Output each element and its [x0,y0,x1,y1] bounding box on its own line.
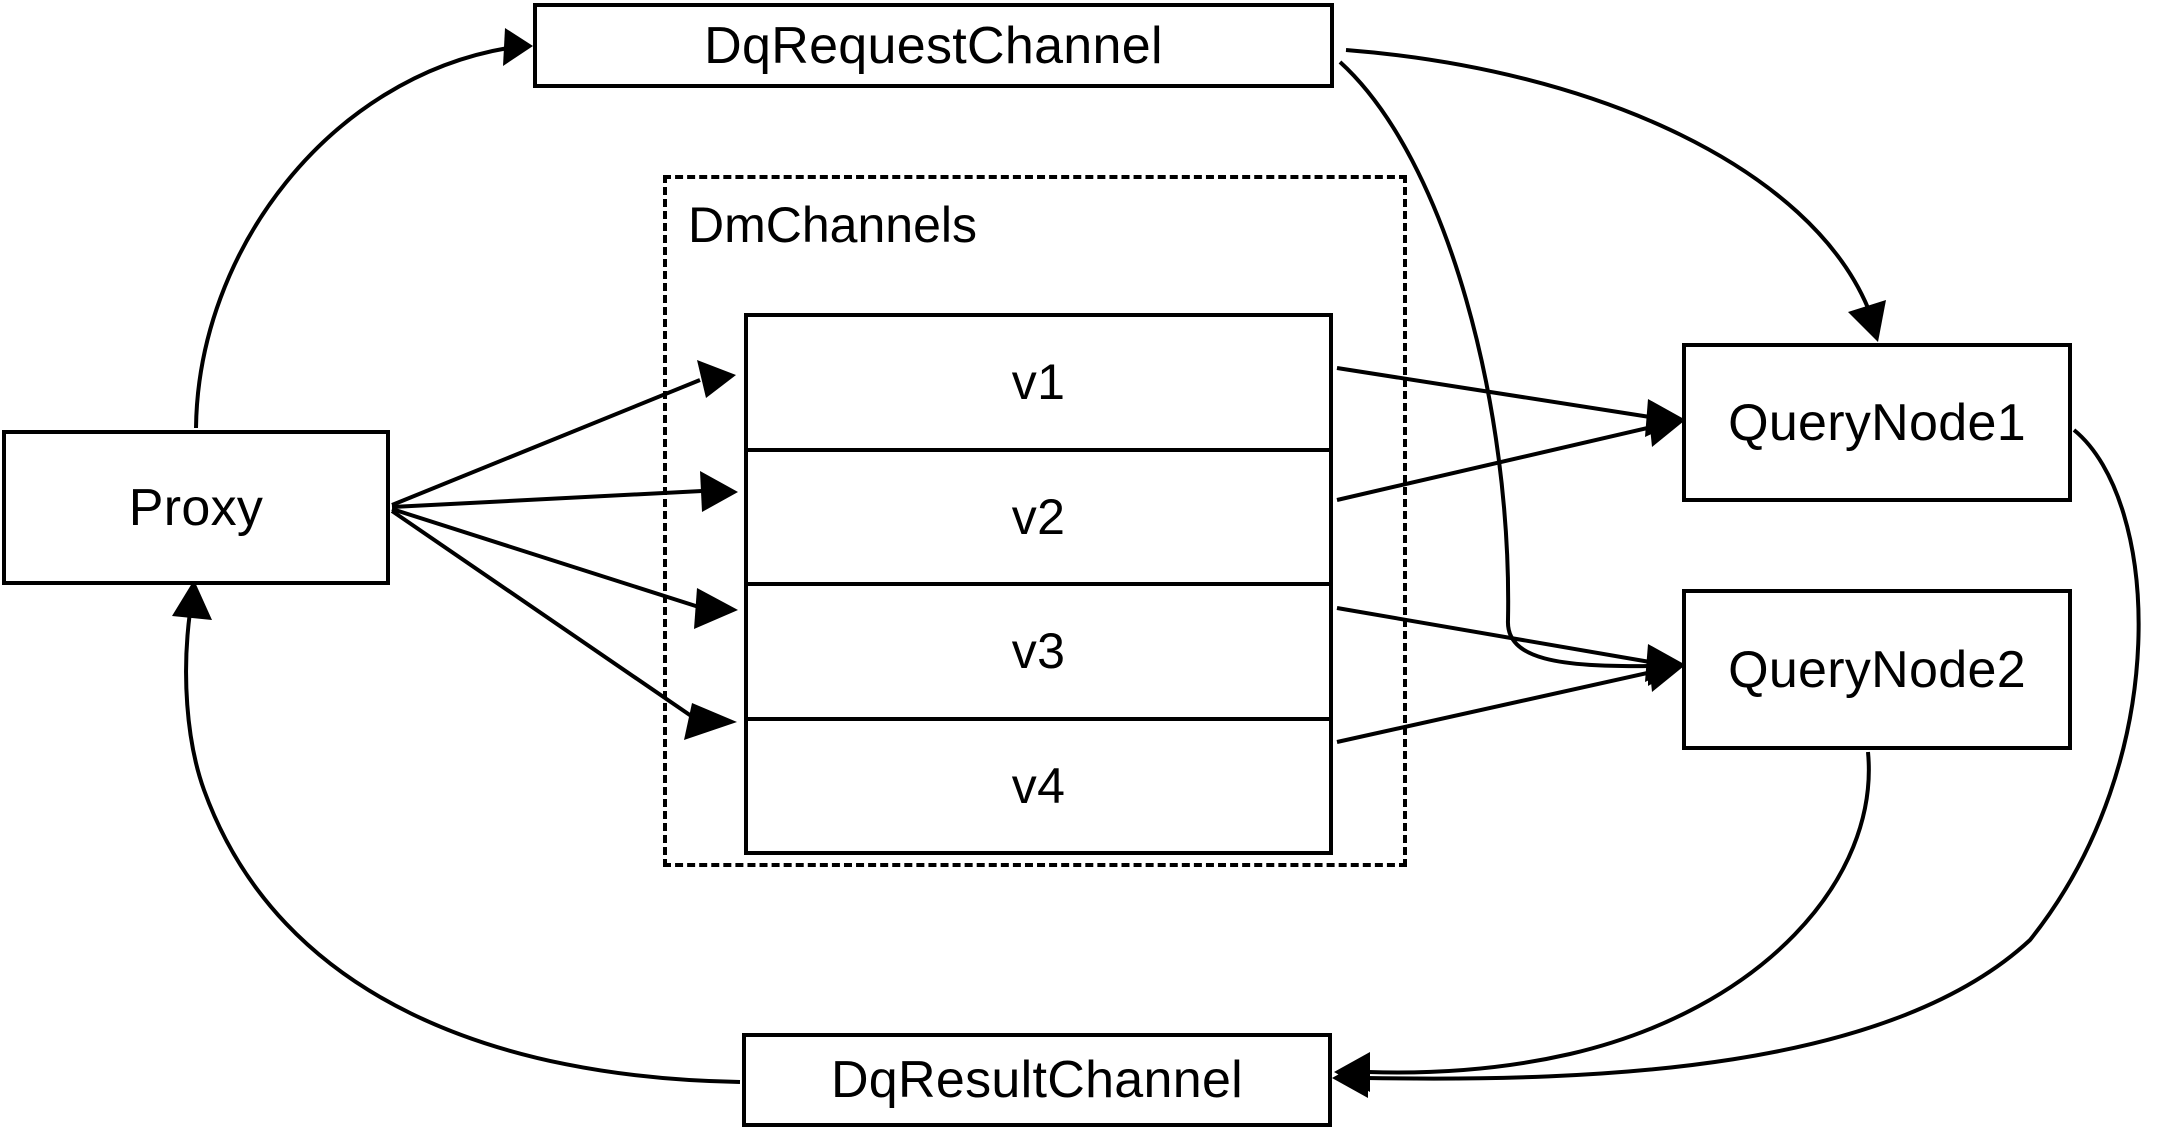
edge-v4-to-querynode2 [1336,652,1684,744]
node-dq-request-channel[interactable]: DqRequestChannel [533,3,1334,88]
channel-label-v4: v4 [1011,757,1066,814]
edge-querynode2-to-dqresultchannel [1334,751,1871,1092]
channel-label-v2: v2 [1011,488,1066,545]
group-dm-channels-label: DmChannels [688,197,978,253]
node-dq-result-channel[interactable]: DqResultChannel [742,1033,1332,1127]
dm-channels-table: v1 v2 v3 v4 [744,313,1333,855]
node-query-node-2[interactable]: QueryNode2 [1682,589,2072,750]
group-dm-channels [663,175,1407,867]
node-dq-result-channel-label: DqResultChannel [830,1051,1244,1109]
channel-label-v3: v3 [1011,623,1066,680]
node-proxy[interactable]: Proxy [2,430,390,585]
edge-v2-to-querynode1 [1336,407,1684,502]
edge-dqrequestchannel-to-querynode1 [1345,48,1886,342]
edge-proxy-to-v1 [391,360,736,507]
table-row[interactable]: v4 [748,720,1329,851]
edge-proxy-to-v2 [391,471,738,512]
edge-proxy-to-v3 [391,507,738,629]
table-row[interactable]: v1 [748,317,1329,452]
table-row[interactable]: v2 [748,451,1329,586]
node-query-node-1[interactable]: QueryNode1 [1682,343,2072,502]
node-dq-request-channel-label: DqRequestChannel [704,16,1163,75]
edge-proxy-to-v4 [390,509,737,740]
node-query-node-2-label: QueryNode2 [1728,640,2026,699]
edge-dqresultchannel-to-proxy [172,580,741,1084]
node-query-node-1-label: QueryNode1 [1728,393,2026,452]
edge-querynode1-to-dqresultchannel [1332,428,2141,1098]
edge-proxy-to-dqrequestchannel [194,28,533,429]
node-proxy-label: Proxy [128,478,264,537]
channel-label-v1: v1 [1011,354,1066,411]
table-row[interactable]: v3 [748,586,1329,721]
